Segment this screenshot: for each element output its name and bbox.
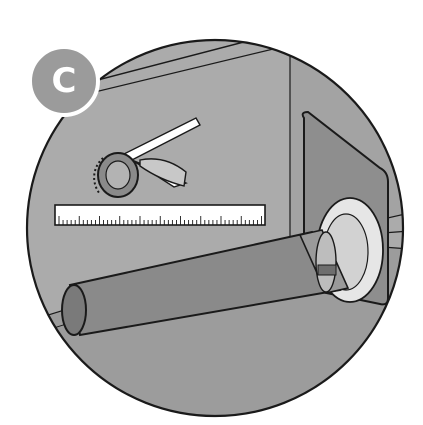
clamp-screw xyxy=(318,265,336,275)
pipe-end xyxy=(62,285,86,335)
step-badge xyxy=(30,47,98,115)
pipe-collar xyxy=(316,232,336,292)
ruler-icon xyxy=(55,205,265,225)
